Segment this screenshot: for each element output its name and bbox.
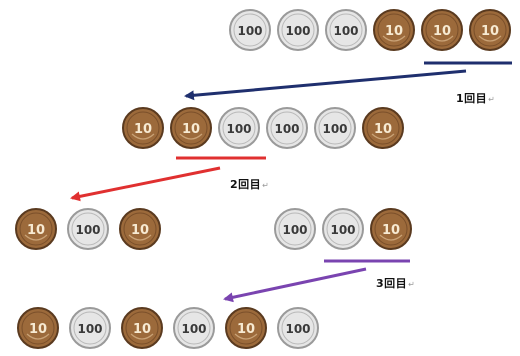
step-2-group — [70, 156, 266, 202]
step-2-label-text: 2回目 — [230, 178, 262, 191]
100-yen-coin-icon: 100 — [277, 9, 319, 51]
row-3-right-coins: 100 100 10 — [274, 208, 412, 250]
coin-10-label: 10 — [481, 24, 499, 39]
coin-10-label: 10 — [27, 223, 45, 238]
100-yen-coin-icon: 100 — [325, 9, 367, 51]
step-3-arrow — [223, 267, 367, 303]
100-yen-coin-icon: 100 — [322, 208, 364, 250]
100-yen-coin-icon: 100 — [277, 307, 319, 349]
step-1-group — [184, 61, 512, 101]
return-mark-icon: ↵ — [262, 181, 270, 190]
coin-100-label: 100 — [181, 322, 206, 336]
step-1-label: 1回目↵ — [456, 90, 495, 106]
coin-100-label: 100 — [322, 122, 347, 136]
coin-100-label: 100 — [285, 24, 310, 38]
row-4-coins: 10 100 10 100 10 100 — [17, 307, 319, 349]
coin-10-label: 10 — [374, 122, 392, 137]
10-yen-coin-icon: 10 — [119, 208, 161, 250]
10-yen-coin-icon: 10 — [421, 9, 463, 51]
coin-100-label: 100 — [333, 24, 358, 38]
10-yen-coin-icon: 10 — [373, 9, 415, 51]
10-yen-coin-icon: 10 — [122, 107, 164, 149]
step-2-arrow — [70, 166, 221, 202]
coin-10-label: 10 — [131, 223, 149, 238]
10-yen-coin-icon: 10 — [362, 107, 404, 149]
coin-10-label: 10 — [182, 122, 200, 137]
step-2-label: 2回目↵ — [230, 176, 269, 192]
coin-10-label: 10 — [433, 24, 451, 39]
row-2-coins: 10 10 100 100 100 10 — [122, 107, 404, 149]
100-yen-coin-icon: 100 — [274, 208, 316, 250]
row-1-coins: 100 100 100 10 10 10 — [229, 9, 511, 51]
coin-100-label: 100 — [226, 122, 251, 136]
step-1-label-text: 1回目 — [456, 92, 488, 105]
10-yen-coin-icon: 10 — [225, 307, 267, 349]
100-yen-coin-icon: 100 — [266, 107, 308, 149]
10-yen-coin-icon: 10 — [370, 208, 412, 250]
coin-10-label: 10 — [29, 322, 47, 337]
100-yen-coin-icon: 100 — [173, 307, 215, 349]
10-yen-coin-icon: 10 — [15, 208, 57, 250]
100-yen-coin-icon: 100 — [218, 107, 260, 149]
step-3-label: 3回目↵ — [376, 275, 415, 291]
coin-100-label: 100 — [237, 24, 262, 38]
return-mark-icon: ↵ — [488, 95, 496, 104]
coin-100-label: 100 — [282, 223, 307, 237]
10-yen-coin-icon: 10 — [17, 307, 59, 349]
10-yen-coin-icon: 10 — [170, 107, 212, 149]
coin-100-label: 100 — [274, 122, 299, 136]
100-yen-coin-icon: 100 — [67, 208, 109, 250]
coin-100-label: 100 — [77, 322, 102, 336]
coin-100-label: 100 — [330, 223, 355, 237]
step-3-label-text: 3回目 — [376, 277, 408, 290]
coin-10-label: 10 — [134, 122, 152, 137]
return-mark-icon: ↵ — [408, 280, 416, 289]
row-3-left-coins: 10 100 10 — [15, 208, 161, 250]
10-yen-coin-icon: 10 — [469, 9, 511, 51]
coin-10-label: 10 — [133, 322, 151, 337]
step-3-group — [223, 259, 410, 303]
coin-10-label: 10 — [382, 223, 400, 238]
100-yen-coin-icon: 100 — [229, 9, 271, 51]
coin-100-label: 100 — [285, 322, 310, 336]
coin-100-label: 100 — [75, 223, 100, 237]
coin-10-label: 10 — [237, 322, 255, 337]
coin-10-label: 10 — [385, 24, 403, 39]
10-yen-coin-icon: 10 — [121, 307, 163, 349]
step-1-arrow — [184, 69, 467, 101]
100-yen-coin-icon: 100 — [69, 307, 111, 349]
100-yen-coin-icon: 100 — [314, 107, 356, 149]
